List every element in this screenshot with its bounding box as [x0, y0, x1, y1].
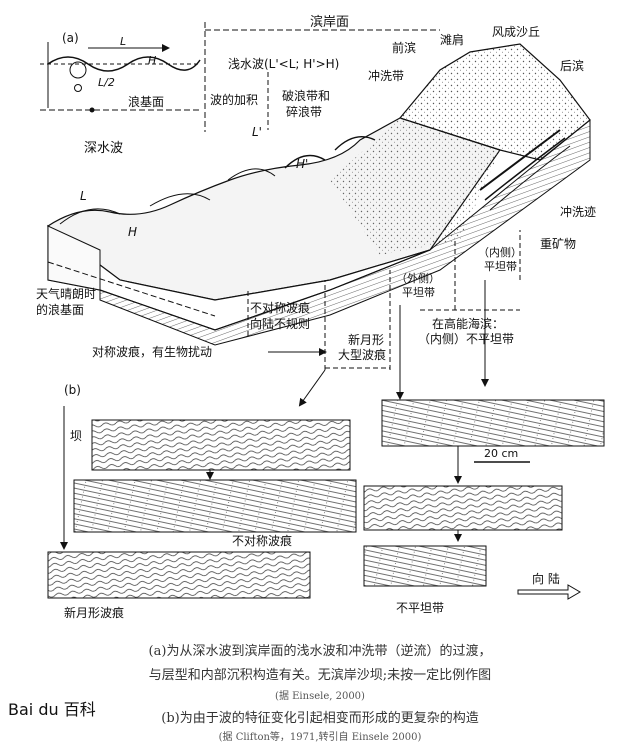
- inset-halfwave-label: L/2: [98, 76, 115, 89]
- inset-wavelength-label: L: [120, 35, 126, 48]
- deep-wave-label: 深水波: [84, 141, 123, 156]
- shallow-height-label: H': [296, 157, 308, 171]
- section-bar: [91, 419, 351, 471]
- caption-line-3: (b)为由于波的特征变化引起相变而形成的更复杂的构造: [161, 711, 479, 726]
- block-beach-surface: [398, 43, 591, 161]
- heavy-minerals-label: 重矿物: [540, 237, 576, 251]
- berm-label: 滩肩: [440, 32, 464, 47]
- outer-flat-label-1: （外侧）: [396, 272, 440, 285]
- dunes-label: 风成沙丘: [492, 25, 540, 39]
- breaker-label-1: 破浪带和: [282, 88, 330, 103]
- block-height-label: H: [128, 225, 137, 239]
- sym-ripples-label: 对称波痕，有生物扰动: [92, 344, 212, 359]
- inner-flat-label-2: 平坦带: [484, 259, 517, 273]
- block-swash-surface: [330, 118, 500, 255]
- section-inner-flat: [381, 399, 605, 447]
- panel-b-tag: (b): [64, 383, 81, 397]
- heavy-mineral-lamina: [489, 145, 571, 211]
- high-energy-label-1: 在高能海滨：: [432, 316, 504, 331]
- wave-crest: [334, 136, 376, 151]
- shallow-wavelength-label: L': [252, 125, 262, 139]
- beach-block: [46, 43, 591, 346]
- wave-addition-label: 波的加积: [210, 92, 258, 107]
- inset-wave: [47, 56, 201, 72]
- section-uneven-flat: [363, 545, 487, 587]
- caption-line-2: 与层型和内部沉积构造有关。无滨岸沙坝;未按一定比例作图: [148, 668, 492, 683]
- breaker-label-2: 碎浪带: [286, 104, 322, 119]
- inset-orbit: [74, 84, 82, 92]
- panel-b: (b) 坝 不对称波痕 新月形波痕 20 cm 不平坦带 向 陆: [47, 383, 605, 620]
- inner-flat-label-1: （内侧）: [478, 245, 522, 259]
- panel-a-tag: (a): [62, 31, 79, 45]
- connector-arrow: [298, 369, 326, 407]
- inset-wave-base-label: 浪基面: [128, 94, 164, 109]
- lunate-ripples-label-1: 新月形: [348, 332, 384, 347]
- inset-height-label: H: [148, 54, 156, 67]
- landward-arrow: [517, 584, 581, 600]
- bar-label: 坝: [70, 429, 82, 443]
- asym-ripples-caption: 不对称波痕: [232, 533, 292, 548]
- wave-crest: [59, 208, 121, 225]
- fair-wave-base-line: [47, 261, 216, 317]
- fair-wave-base-label-1: 天气晴朗时: [36, 286, 96, 301]
- watermark-text: Bai du 百科: [8, 700, 96, 719]
- scale-label: 20 cm: [484, 447, 518, 460]
- swash-marks-label: 冲洗迹: [560, 204, 596, 219]
- asym-ripples-label-1: 不对称波痕: [250, 300, 310, 315]
- asym-ripples-label-2: 向陆不规则: [250, 316, 310, 331]
- section-asym-ripples: [73, 479, 357, 533]
- coast-zone-label: 滨岸面: [310, 14, 349, 30]
- fair-wave-base-label-2: 的浪基面: [36, 302, 84, 317]
- foreshore-label: 前滨: [392, 40, 416, 55]
- inset-orbit: [69, 61, 87, 79]
- backshore-label: 后滨: [560, 58, 584, 73]
- section-middle-flat: [363, 485, 563, 531]
- block-front-sediment: [99, 118, 591, 346]
- shallow-wave-label: 浅水波(L'<L; H'>H): [228, 57, 339, 71]
- lunate-ripples-caption: 新月形波痕: [64, 605, 124, 620]
- lunate-ripples-label-2: 大型波痕: [338, 347, 386, 362]
- outer-flat-label-2: 平坦带: [402, 285, 435, 299]
- uneven-zone-caption: 不平坦带: [396, 601, 444, 615]
- landward-label: 向 陆: [532, 571, 560, 586]
- heavy-mineral-lamina: [479, 129, 561, 191]
- block-wavelength-label: L: [80, 189, 87, 203]
- caption-line-1: (a)为从深水波到滨岸面的浅水波和冲洗带（逆流）的过渡，: [148, 644, 492, 659]
- caption-source-2: (据 Clifton等，1971,转引自 Einsele 2000): [218, 732, 422, 743]
- baidu-watermark-logo: Bai du 百科: [8, 700, 96, 719]
- panel-a: (a) L H L/2 浪基面 滨岸面 滩肩 风成沙丘 前滨 后滨 冲洗带 浅水…: [36, 14, 596, 407]
- swash-zone-label: 冲洗带: [368, 68, 404, 83]
- inset-wave-diagram: L H L/2 浪基面: [40, 35, 201, 113]
- high-energy-label-2: （内侧）不平坦带: [418, 332, 514, 346]
- section-lunate-ripples: [47, 551, 311, 599]
- wave-crest: [227, 168, 276, 181]
- heavy-mineral-lamina: [484, 137, 566, 201]
- wave-crest: [284, 154, 326, 169]
- inset-marker: [89, 107, 95, 113]
- caption-source-1: (据 Einsele, 2000): [275, 691, 365, 702]
- wave-crest: [149, 193, 211, 207]
